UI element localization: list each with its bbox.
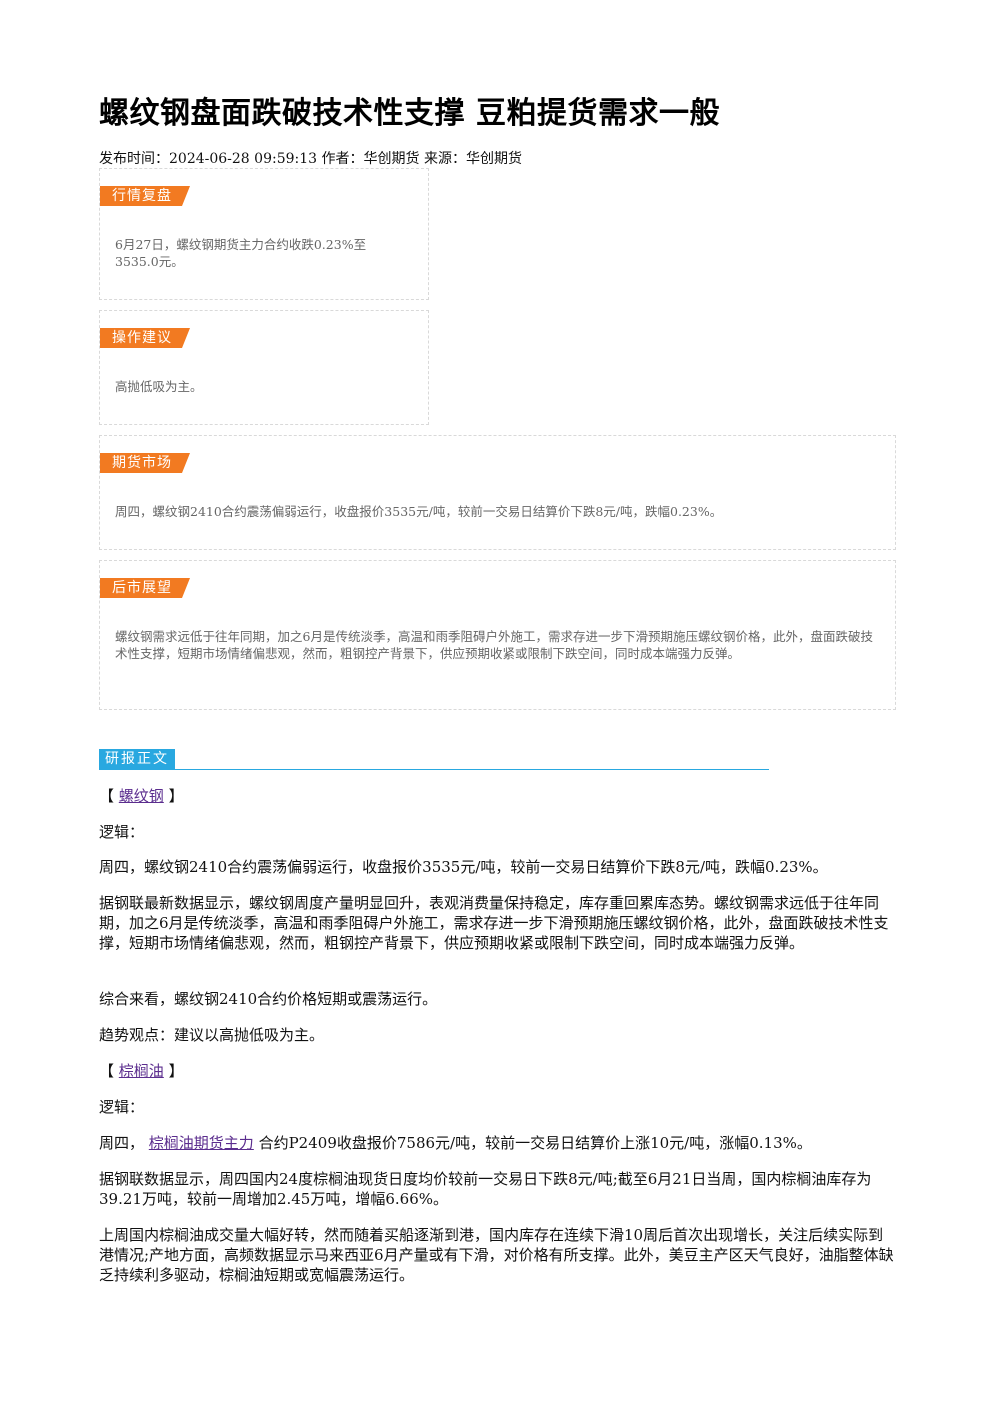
rebar-logic-label: 逻辑：: [99, 823, 145, 841]
advice-box: 操作建议 高抛低吸为主。: [99, 310, 429, 425]
palm-paragraph-2: 据钢联数据显示，周四国内24度棕榈油现货日度均价较前一交易日下跌8元/吨;截至6…: [99, 1170, 872, 1208]
bracket-close: 】: [168, 1062, 184, 1080]
rebar-paragraph-3: 综合来看，螺纹钢2410合约价格短期或震荡运行。: [99, 990, 438, 1008]
rebar-heading: 【 螺纹钢 】: [99, 786, 894, 806]
report-header-tag: 研报正文: [99, 749, 175, 769]
review-tag: 行情复盘: [100, 186, 190, 206]
advice-tag: 操作建议: [100, 328, 190, 348]
palm-p1-suffix: 合约P2409收盘报价7586元/吨，较前一交易日结算价上涨10元/吨，涨幅0.…: [258, 1134, 812, 1152]
palm-p1-prefix: 周四，: [99, 1134, 145, 1152]
palm-paragraph-3: 上周国内棕榈油成交量大幅好转，然而随着买船逐渐到港，国内库存在连续下滑10周后首…: [99, 1226, 894, 1284]
advice-text: 高抛低吸为主。: [115, 379, 203, 394]
rebar-paragraph-2: 据钢联最新数据显示，螺纹钢周度产量明显回升，表观消费量保持稳定，库存重回累库态势…: [99, 894, 889, 952]
palm-link[interactable]: 棕榈油: [118, 1062, 164, 1080]
bracket-close: 】: [168, 787, 184, 805]
review-box: 行情复盘 6月27日，螺纹钢期货主力合约收跌0.23%至3535.0元。: [99, 168, 429, 300]
review-text: 6月27日，螺纹钢期货主力合约收跌0.23%至3535.0元。: [115, 237, 367, 269]
palm-futures-link[interactable]: 棕榈油期货主力: [148, 1134, 254, 1152]
outlook-box: 后市展望 螺纹钢需求远低于往年同期，加之6月是传统淡季，高温和雨季阻碍户外施工，…: [99, 560, 896, 710]
bracket-open: 【: [99, 787, 115, 805]
palm-logic-label: 逻辑：: [99, 1098, 145, 1116]
futures-box: 期货市场 周四，螺纹钢2410合约震荡偏弱运行，收盘报价3535元/吨，较前一交…: [99, 435, 896, 550]
report-header: 研报正文: [99, 749, 769, 770]
palm-paragraph-1: 周四， 棕榈油期货主力 合约P2409收盘报价7586元/吨，较前一交易日结算价…: [99, 1133, 894, 1153]
outlook-tag: 后市展望: [100, 578, 190, 598]
rebar-link[interactable]: 螺纹钢: [118, 787, 164, 805]
rebar-paragraph-1: 周四，螺纹钢2410合约震荡偏弱运行，收盘报价3535元/吨，较前一交易日结算价…: [99, 858, 828, 876]
article-title: 螺纹钢盘面跌破技术性支撑 豆粕提货需求一般: [99, 96, 720, 131]
futures-tag: 期货市场: [100, 453, 190, 473]
bracket-open: 【: [99, 1062, 115, 1080]
palm-heading: 【 棕榈油 】: [99, 1061, 894, 1081]
outlook-text: 螺纹钢需求远低于往年同期，加之6月是传统淡季，高温和雨季阻碍户外施工，需求存进一…: [115, 629, 873, 661]
article-meta: 发布时间：2024-06-28 09:59:13 作者：华创期货 来源：华创期货: [99, 151, 522, 167]
rebar-paragraph-4: 趋势观点：建议以高抛低吸为主。: [99, 1026, 325, 1044]
futures-text: 周四，螺纹钢2410合约震荡偏弱运行，收盘报价3535元/吨，较前一交易日结算价…: [115, 504, 723, 519]
